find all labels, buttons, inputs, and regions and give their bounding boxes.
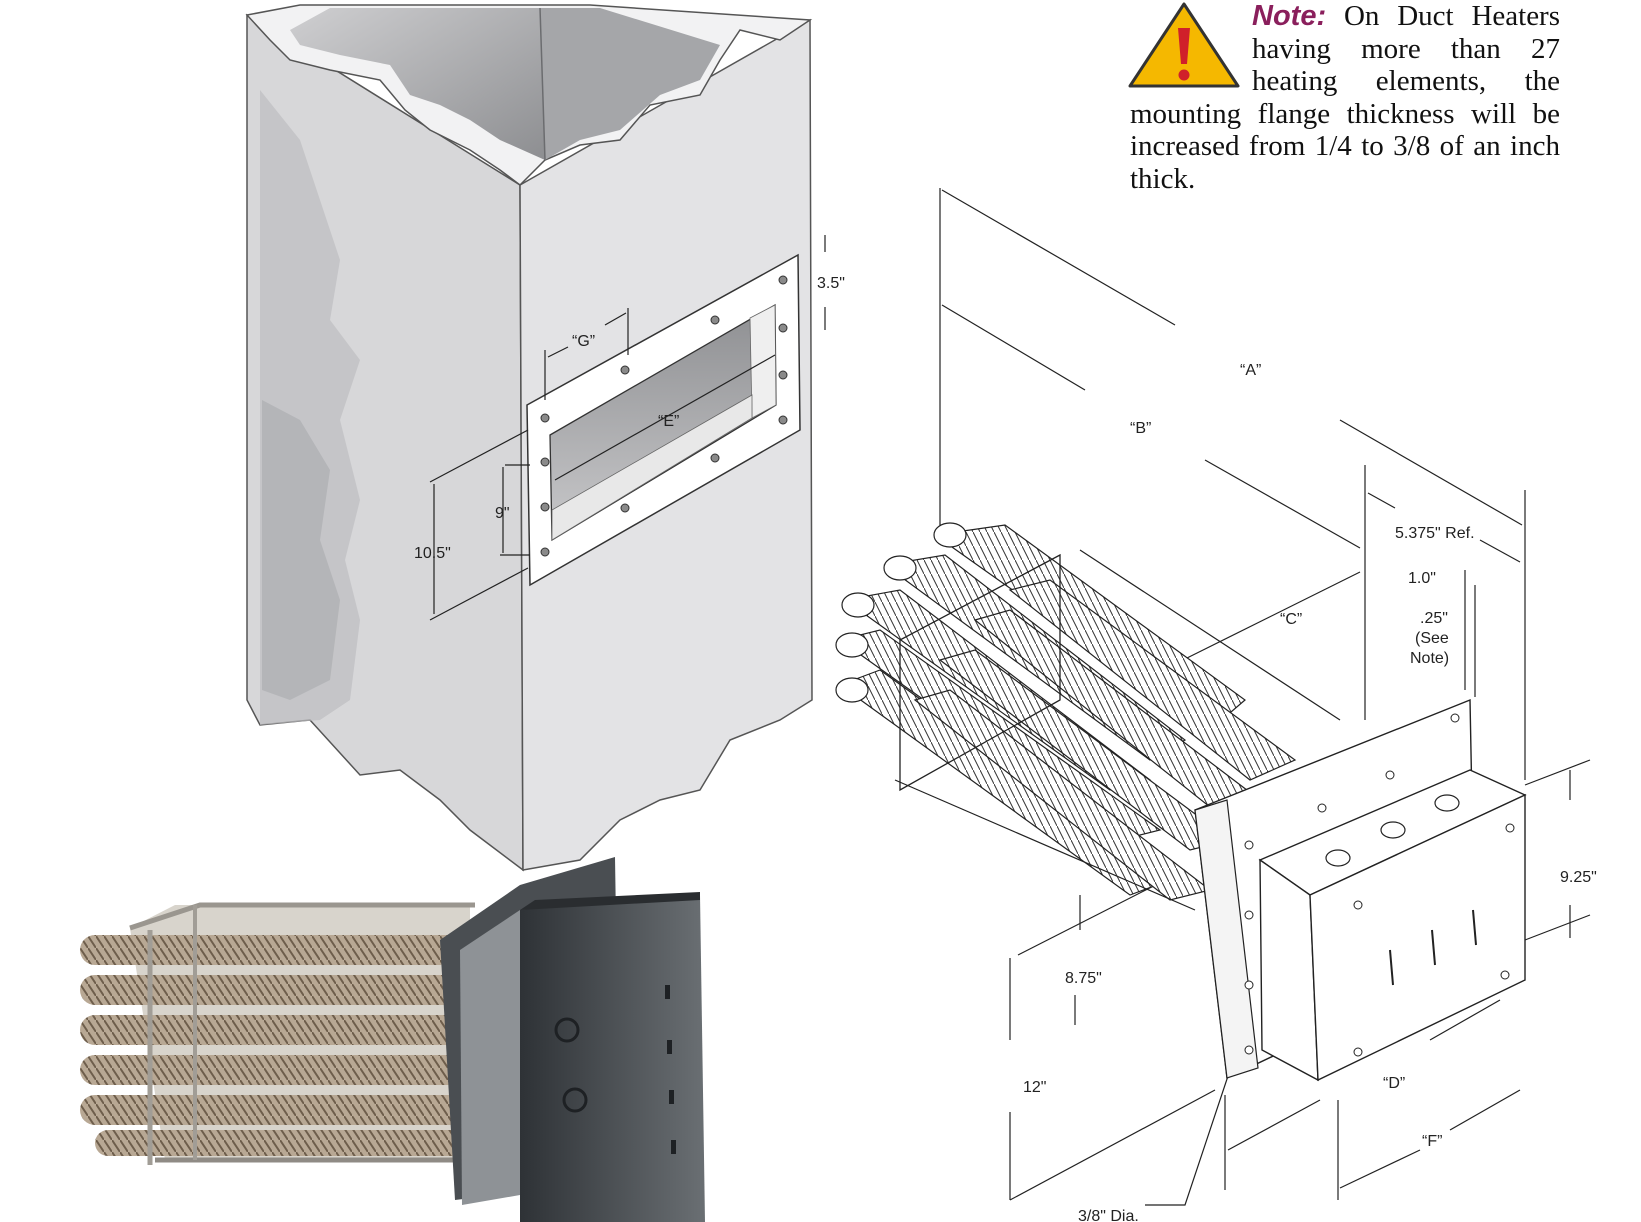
note-label: Note: (1252, 0, 1327, 32)
dim-5-375-ref: 5.375" Ref. (1395, 525, 1475, 542)
dim-b: “B” (1130, 420, 1151, 437)
warning-triangle-icon (1128, 2, 1240, 88)
dim-e: “E” (658, 413, 679, 430)
note-body: On Duct Heaters having more than 27 heat… (1130, 0, 1561, 195)
dim-d: “D” (1383, 1075, 1405, 1092)
dim-3-5: 3.5" (817, 275, 845, 292)
dim-note: Note) (1410, 650, 1449, 667)
heater-photo (80, 857, 705, 1222)
dim-0-25: .25" (1420, 610, 1448, 627)
dim-8-75: 8.75" (1065, 970, 1102, 987)
dim-f: “F” (1422, 1133, 1442, 1150)
dim-1-0: 1.0" (1408, 570, 1436, 587)
heater-line-drawing (835, 188, 1591, 1206)
dim-12: 12" (1023, 1079, 1046, 1096)
dim-see: (See (1415, 630, 1449, 647)
dim-10-5: 10.5" (414, 545, 451, 562)
dim-a: “A” (1240, 362, 1261, 379)
dimension-labels: “G” “E” 3.5" 9" 10.5" “A” “B” “C” 5.375"… (414, 275, 1597, 1222)
note-paragraph: Note: On Duct Heaters having more than 2… (1130, 0, 1560, 195)
duct (245, 4, 826, 872)
dim-hole-dia: 3/8" Dia. (1078, 1208, 1139, 1222)
dim-9-25: 9.25" (1560, 869, 1597, 886)
dim-9: 9" (495, 505, 510, 522)
dim-c: “C” (1280, 611, 1302, 628)
note-block: Note: On Duct Heaters having more than 2… (1128, 0, 1560, 195)
dim-g: “G” (572, 333, 595, 350)
